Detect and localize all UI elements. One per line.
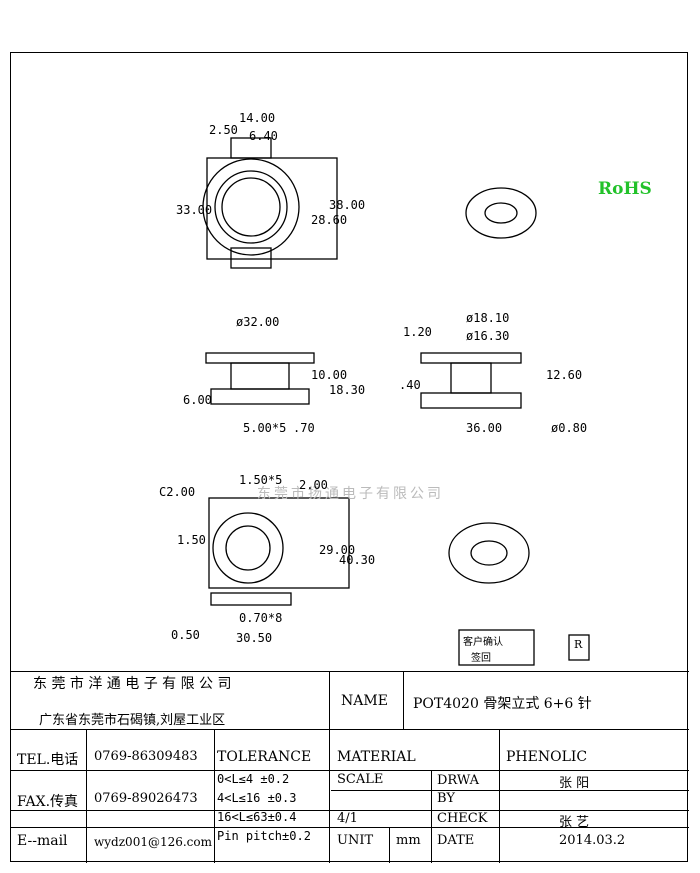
tb-top-rule xyxy=(11,671,689,672)
iso-bottom-outer xyxy=(448,522,530,584)
tb-vrule-a xyxy=(86,729,87,863)
side-view-flange-top xyxy=(205,352,315,364)
dim-top-w1: 14.00 xyxy=(239,111,276,125)
rohs-mark: RoHS xyxy=(598,179,652,199)
tb-fax-value: 0769-89026473 xyxy=(94,791,198,806)
tb-address: 广东省东莞市石碣镇,刘屋工业区 xyxy=(39,713,226,728)
section-view-flange xyxy=(420,352,522,364)
tb-vrule-b xyxy=(214,729,215,863)
stamp-line1: 客户确认 xyxy=(463,637,503,648)
tb-check-value: 张 艺 xyxy=(559,815,590,830)
dim-top-h1: 2.50 xyxy=(209,123,238,137)
iso-top-outer xyxy=(465,187,537,239)
dim-side-70: .70 xyxy=(293,421,315,435)
dim-bot-070: 0.70*8 xyxy=(239,611,283,625)
tb-company: 东 莞 市 洋 通 电 子 有 限 公 司 xyxy=(33,676,232,692)
tb-tol4: Pin pitch±0.2 xyxy=(217,829,311,843)
stamp-tag-text: R xyxy=(574,638,583,651)
tb-rule-1 xyxy=(11,729,689,730)
bottom-view-pins xyxy=(210,592,292,606)
top-view-inner-circle xyxy=(221,177,281,237)
dim-bot-c: C2.00 xyxy=(159,485,196,499)
dim-sec-pin: ø0.80 xyxy=(551,421,588,435)
dim-sec-h2: 12.60 xyxy=(546,368,583,382)
dim-bot-30: 30.50 xyxy=(236,631,273,645)
tb-rule-5 xyxy=(331,810,689,811)
dim-sec-h1: 1.20 xyxy=(403,325,432,339)
tb-scale-value: 4/1 xyxy=(337,811,358,826)
dim-bot-200: 2.00 xyxy=(299,478,328,492)
tb-fax-label: FAX.传真 xyxy=(17,794,79,810)
tb-date-value: 2014.03.2 xyxy=(559,833,626,848)
dim-side-pitch: 5.00*5 xyxy=(243,421,287,435)
dim-sec-d1: ø18.10 xyxy=(466,311,510,325)
dim-bot-29: 29.00 xyxy=(319,543,356,557)
section-view-base xyxy=(420,392,522,409)
dim-sec-d2: ø16.30 xyxy=(466,329,510,343)
drawing-frame: RoHS 东莞市扬通电子有限公司 14.00 6.40 2.50 33.00 2… xyxy=(10,52,689,863)
top-view-mid-circle xyxy=(214,170,288,244)
dim-side-h1: 10.00 xyxy=(311,368,348,382)
tb-vrule-unit xyxy=(389,827,390,863)
tb-drawn-value: 张 阳 xyxy=(559,776,590,791)
tb-tol1: 0<L≤4 ±0.2 xyxy=(217,772,290,786)
dim-top-w2: 6.40 xyxy=(249,129,278,143)
tb-material-value: PHENOLIC xyxy=(506,749,588,765)
top-view-outer-circle xyxy=(202,158,300,256)
dim-bot-40: 40.30 xyxy=(339,553,376,567)
stamp-line2: 签回 xyxy=(471,653,491,664)
tb-rule-4 xyxy=(11,810,331,811)
tb-scale-label: SCALE xyxy=(337,772,384,787)
tb-material-label: MATERIAL xyxy=(337,749,416,765)
dim-sec-w: 36.00 xyxy=(466,421,503,435)
tb-email-value: wydz001@126.com xyxy=(94,835,213,849)
tb-tol3: 16<L≤63±0.4 xyxy=(217,810,297,824)
tb-unit-value: mm xyxy=(396,833,421,848)
watermark: 东莞市扬通电子有限公司 xyxy=(257,486,444,502)
iso-bottom-inner xyxy=(470,540,508,566)
side-view-base xyxy=(210,388,310,405)
dim-side-h3: 6.00 xyxy=(183,393,212,407)
tb-unit-label: UNIT xyxy=(337,833,374,848)
technical-drawing xyxy=(202,137,590,666)
tb-email-label: E--mail xyxy=(17,833,68,849)
stamp-tag xyxy=(568,634,590,661)
bottom-view-body xyxy=(208,497,350,589)
iso-top-inner xyxy=(484,202,518,224)
tb-check-label: CHECK xyxy=(437,811,488,826)
dim-side-d: ø32.00 xyxy=(236,315,280,329)
tb-rule-3 xyxy=(331,790,689,791)
tb-vrule-main xyxy=(329,671,330,863)
tb-vrule-c xyxy=(431,770,432,863)
top-view-body xyxy=(206,157,338,260)
dim-side-h2: 18.30 xyxy=(329,383,366,397)
tb-name-value: POT4020 骨架立式 6+6 针 xyxy=(413,696,592,712)
dim-top-d2: 38.00 xyxy=(329,198,366,212)
dim-top-d1: 28.60 xyxy=(311,213,348,227)
top-view-tab-top xyxy=(230,137,272,159)
tb-rule-6 xyxy=(11,827,689,828)
tb-vrule-name xyxy=(403,671,404,729)
tb-tol2: 4<L≤16 ±0.3 xyxy=(217,791,297,805)
tb-name-label: NAME xyxy=(341,693,388,709)
tb-tolerance-label: TOLERANCE xyxy=(217,749,312,765)
dim-sec-14: .40 xyxy=(399,378,421,392)
tb-tel-label: TEL.电话 xyxy=(17,752,79,768)
dim-bot-050: 0.50 xyxy=(171,628,200,642)
tb-drawn-label: DRWA BY xyxy=(437,773,480,806)
tb-rule-2 xyxy=(11,770,689,771)
stamp-box xyxy=(458,629,535,666)
tb-date-label: DATE xyxy=(437,833,475,848)
tb-tel-value: 0769-86309483 xyxy=(94,749,198,764)
dim-bot-150: 1.50 xyxy=(177,533,206,547)
top-view-tab-bottom xyxy=(230,247,272,269)
dim-top-h2: 33.00 xyxy=(176,203,213,217)
drawing-area: RoHS 东莞市扬通电子有限公司 14.00 6.40 2.50 33.00 2… xyxy=(11,53,689,671)
dim-bot-pitch: 1.50*5 xyxy=(239,473,283,487)
tb-vrule-d xyxy=(499,729,500,863)
